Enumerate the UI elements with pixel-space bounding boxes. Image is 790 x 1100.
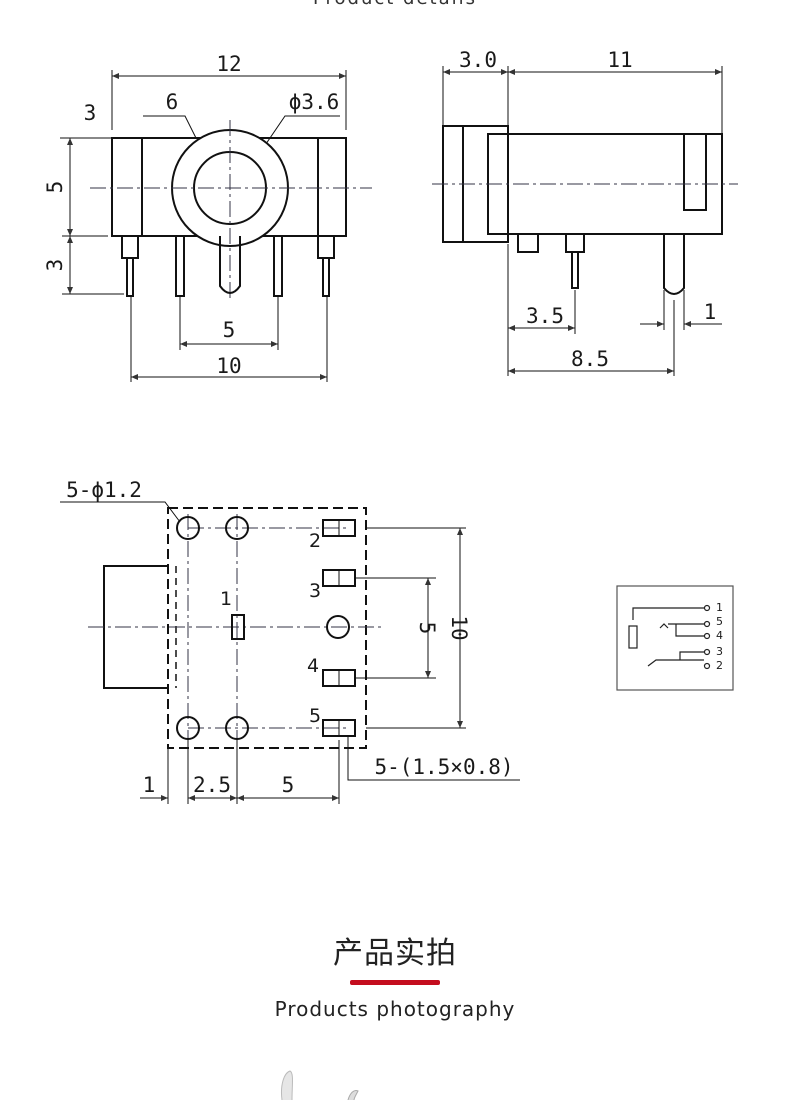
schematic-terminal-4: 4 <box>716 629 723 642</box>
dim-edge-offset: 1 <box>143 773 156 797</box>
schematic-terminal-1: 1 <box>716 601 723 614</box>
dim-mount-holes: 5-ϕ1.2 <box>66 478 142 502</box>
dim-pin-offset: 3.5 <box>526 304 564 328</box>
dim-rear-pin-offset: 8.5 <box>571 347 609 371</box>
dim-hole-pitch: 2.5 <box>193 773 231 797</box>
dim-outer-pin-spacing: 10 <box>216 354 241 378</box>
page-header-title: Product details <box>0 0 790 9</box>
section-accent-bar <box>350 980 440 985</box>
photography-section: 产品实拍 Products photography <box>0 928 790 1021</box>
pcb-footprint <box>60 501 520 804</box>
pin-label-4: 4 <box>307 655 319 677</box>
dim-height-upper: 5 <box>43 181 67 194</box>
pin-label-2: 2 <box>309 530 321 552</box>
dim-pin-width: 1 <box>704 300 717 324</box>
dim-width-12: 12 <box>216 52 241 76</box>
dim-inner-spacing: 5 <box>415 622 439 635</box>
product-photo-preview <box>281 1070 359 1100</box>
dim-center-pin-spacing: 5 <box>223 318 236 342</box>
dim-front-depth: 3.0 <box>459 48 497 72</box>
section-title: 产品实拍 <box>333 936 457 971</box>
dim-body-length: 11 <box>607 48 632 72</box>
dim-left-margin: 3 <box>84 101 97 125</box>
dim-outer-spacing: 10 <box>447 615 471 640</box>
front-view <box>60 70 372 382</box>
dim-height-lower: 3 <box>43 259 67 272</box>
dim-pad-spec: 5-(1.5×0.8) <box>374 755 513 779</box>
pin-label-3: 3 <box>309 580 321 602</box>
schematic-symbol <box>616 585 734 691</box>
side-view <box>432 66 738 376</box>
dim-pad-offset: 5 <box>282 773 295 797</box>
dim-hole-diameter: ϕ3.6 <box>289 90 340 114</box>
schematic-terminal-3: 3 <box>716 645 723 658</box>
pin-label-5: 5 <box>309 705 321 727</box>
schematic-terminal-2: 2 <box>716 659 723 672</box>
technical-drawing: 12 3 6 ϕ3.6 5 3 5 10 <box>43 48 738 804</box>
pin-label-1: 1 <box>220 588 232 610</box>
dim-ring-diameter: 6 <box>166 90 179 114</box>
section-subtitle: Products photography <box>274 997 516 1021</box>
schematic-terminal-5: 5 <box>716 615 723 628</box>
